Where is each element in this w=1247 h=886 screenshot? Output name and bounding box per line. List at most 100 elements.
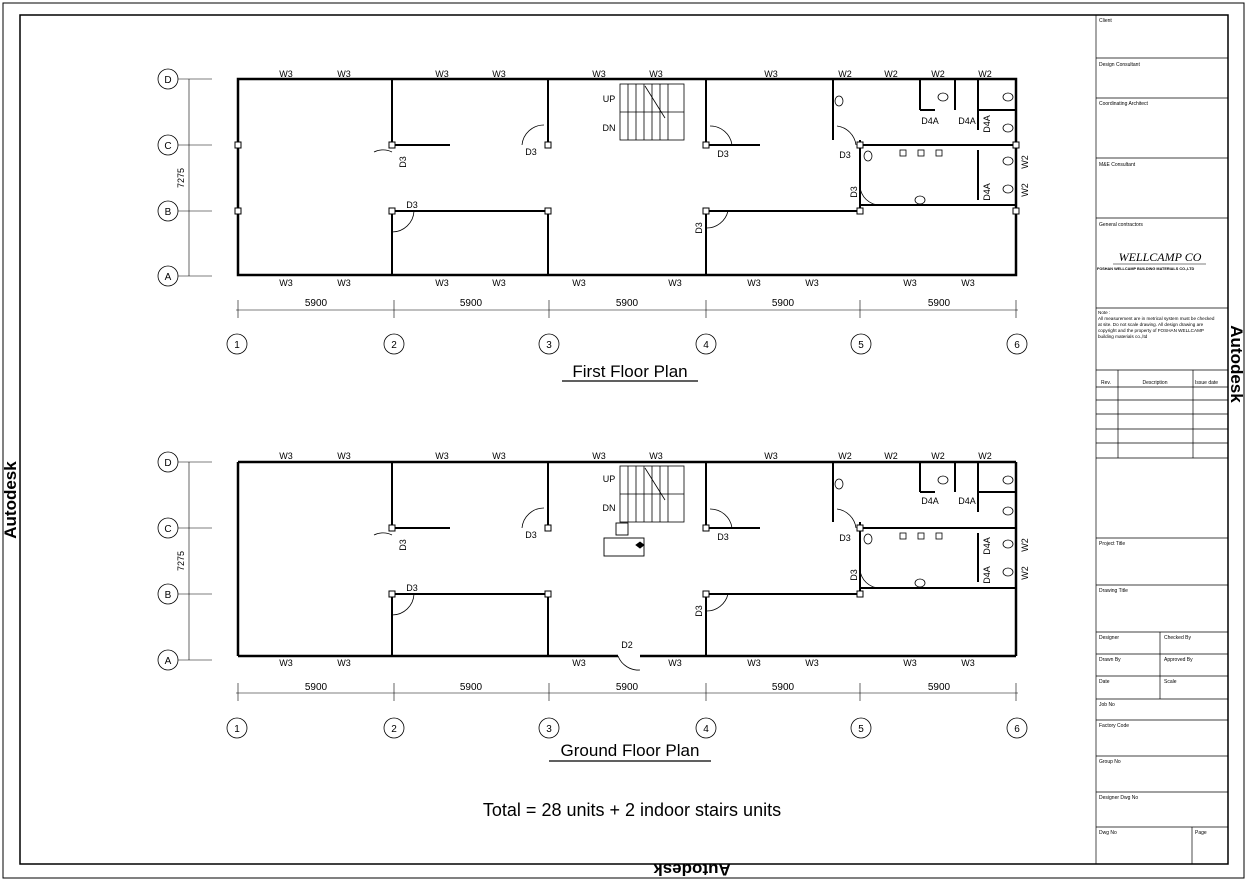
note-line: copyright and the property of FOSHAN WEL…: [1098, 328, 1204, 333]
drawn-by-label: Drawn By: [1099, 657, 1121, 663]
window-label: W3: [805, 278, 819, 288]
note-line: at site. Do not scale drawing. All desig…: [1098, 322, 1204, 327]
window-label: W3: [668, 278, 682, 288]
page-label: Page: [1195, 830, 1207, 836]
window-label: W2: [838, 451, 852, 461]
designer-label: Designer: [1099, 635, 1119, 641]
door-label: D3: [406, 583, 418, 593]
stair-down-label: DN: [603, 503, 616, 513]
door-label: D3: [398, 539, 408, 551]
client-label: Client: [1099, 18, 1112, 24]
window-label: W2: [1020, 155, 1030, 169]
row-axis-label: A: [165, 272, 172, 283]
door-label: D4A: [982, 566, 992, 584]
window-label: W2: [884, 69, 898, 79]
window-label: W3: [279, 451, 293, 461]
door-label: D4A: [982, 115, 992, 133]
door-label: D4A: [921, 116, 939, 126]
window-label: W2: [838, 69, 852, 79]
window-label: W3: [668, 658, 682, 668]
window-label: W3: [435, 451, 449, 461]
window-label: W3: [903, 278, 917, 288]
coordinating-architect-label: Coordinating Architect: [1099, 101, 1149, 107]
window-label: W3: [572, 658, 586, 668]
window-label: W3: [592, 451, 606, 461]
units-total: Total = 28 units + 2 indoor stairs units: [483, 800, 781, 820]
door-label: D3: [525, 530, 537, 540]
window-label: W3: [747, 278, 761, 288]
window-label: W3: [337, 451, 351, 461]
window-label: W2: [1020, 566, 1030, 580]
drawing-title-label: Drawing Title: [1099, 588, 1128, 594]
window-label: W3: [747, 658, 761, 668]
row-axis-label: D: [164, 458, 171, 469]
inner-frame: [19, 14, 1229, 865]
door-label: D3: [839, 150, 851, 160]
col-axis-label: 5: [858, 724, 864, 735]
window-label: W3: [492, 278, 506, 288]
window-label: W3: [492, 451, 506, 461]
span-dimension: 5900: [305, 298, 328, 309]
col-axis-label: 3: [546, 340, 552, 351]
col-axis-label: 6: [1014, 340, 1020, 351]
window-label: W3: [903, 658, 917, 668]
window-label: W3: [435, 278, 449, 288]
window-label: W3: [764, 69, 778, 79]
plan-title: Ground Floor Plan: [561, 741, 700, 760]
stair-up-label: UP: [603, 474, 616, 484]
rev-header: Rev.: [1101, 380, 1111, 386]
window-label: W3: [649, 69, 663, 79]
row-axis-label: C: [164, 141, 171, 152]
project-title-label: Project Title: [1099, 541, 1125, 547]
door-label: D3: [694, 605, 704, 617]
col-axis-label: 2: [391, 724, 397, 735]
window-label: W3: [961, 278, 975, 288]
door-label: D3: [849, 186, 859, 198]
note-line: Note :: [1098, 310, 1110, 315]
company-full-name: FOSHAN WELLCAMP BUILDING MATERIALS CO.,L…: [1097, 267, 1194, 271]
design-consultant-label: Design Consultant: [1099, 62, 1140, 68]
col-axis-label: 3: [546, 724, 552, 735]
plan-title: First Floor Plan: [572, 362, 687, 381]
door-label: D3: [849, 569, 859, 581]
col-axis-label: 1: [234, 724, 240, 735]
col-axis-label: 4: [703, 724, 709, 735]
window-label: W3: [764, 451, 778, 461]
span-dimension: 5900: [460, 682, 483, 693]
row-axis-label: B: [165, 207, 172, 218]
span-dimension: 5900: [616, 682, 639, 693]
row-axis-label: D: [164, 75, 171, 86]
factory-code-label: Factory Code: [1099, 723, 1129, 729]
span-dimension: 5900: [928, 682, 951, 693]
approved-by-label: Approved By: [1164, 657, 1193, 663]
door-label: D4A: [958, 496, 976, 506]
window-label: W3: [961, 658, 975, 668]
note-line: building materials co.,ltd: [1098, 334, 1148, 339]
scale-label: Scale: [1164, 679, 1177, 685]
window-label: W3: [492, 69, 506, 79]
span-dimension: 5900: [772, 682, 795, 693]
reception-desk: [603, 522, 645, 557]
door-label: D3: [406, 200, 418, 210]
col-axis-label: 4: [703, 340, 709, 351]
row-axis-label: A: [165, 656, 172, 667]
exterior-wall: [236, 77, 1018, 277]
span-dimension: 5900: [616, 298, 639, 309]
span-dimension: 5900: [460, 298, 483, 309]
col-axis-label: 6: [1014, 724, 1020, 735]
door-label: D3: [717, 149, 729, 159]
partition-walls: [391, 79, 1016, 275]
job-no-label: Job No: [1099, 702, 1115, 708]
mse-consultant-label: M&E Consultant: [1099, 162, 1136, 168]
exterior-wall: [236, 460, 1018, 658]
date-label: Date: [1099, 679, 1110, 685]
window-label: W2: [978, 451, 992, 461]
brand-right: Autodesk: [1227, 325, 1246, 403]
window-label: W3: [337, 69, 351, 79]
dwg-no-label: Dwg No: [1099, 830, 1117, 836]
window-label: W3: [337, 658, 351, 668]
col-axis-label: 5: [858, 340, 864, 351]
door-label: D3: [525, 147, 537, 157]
row-axis-label: C: [164, 524, 171, 535]
